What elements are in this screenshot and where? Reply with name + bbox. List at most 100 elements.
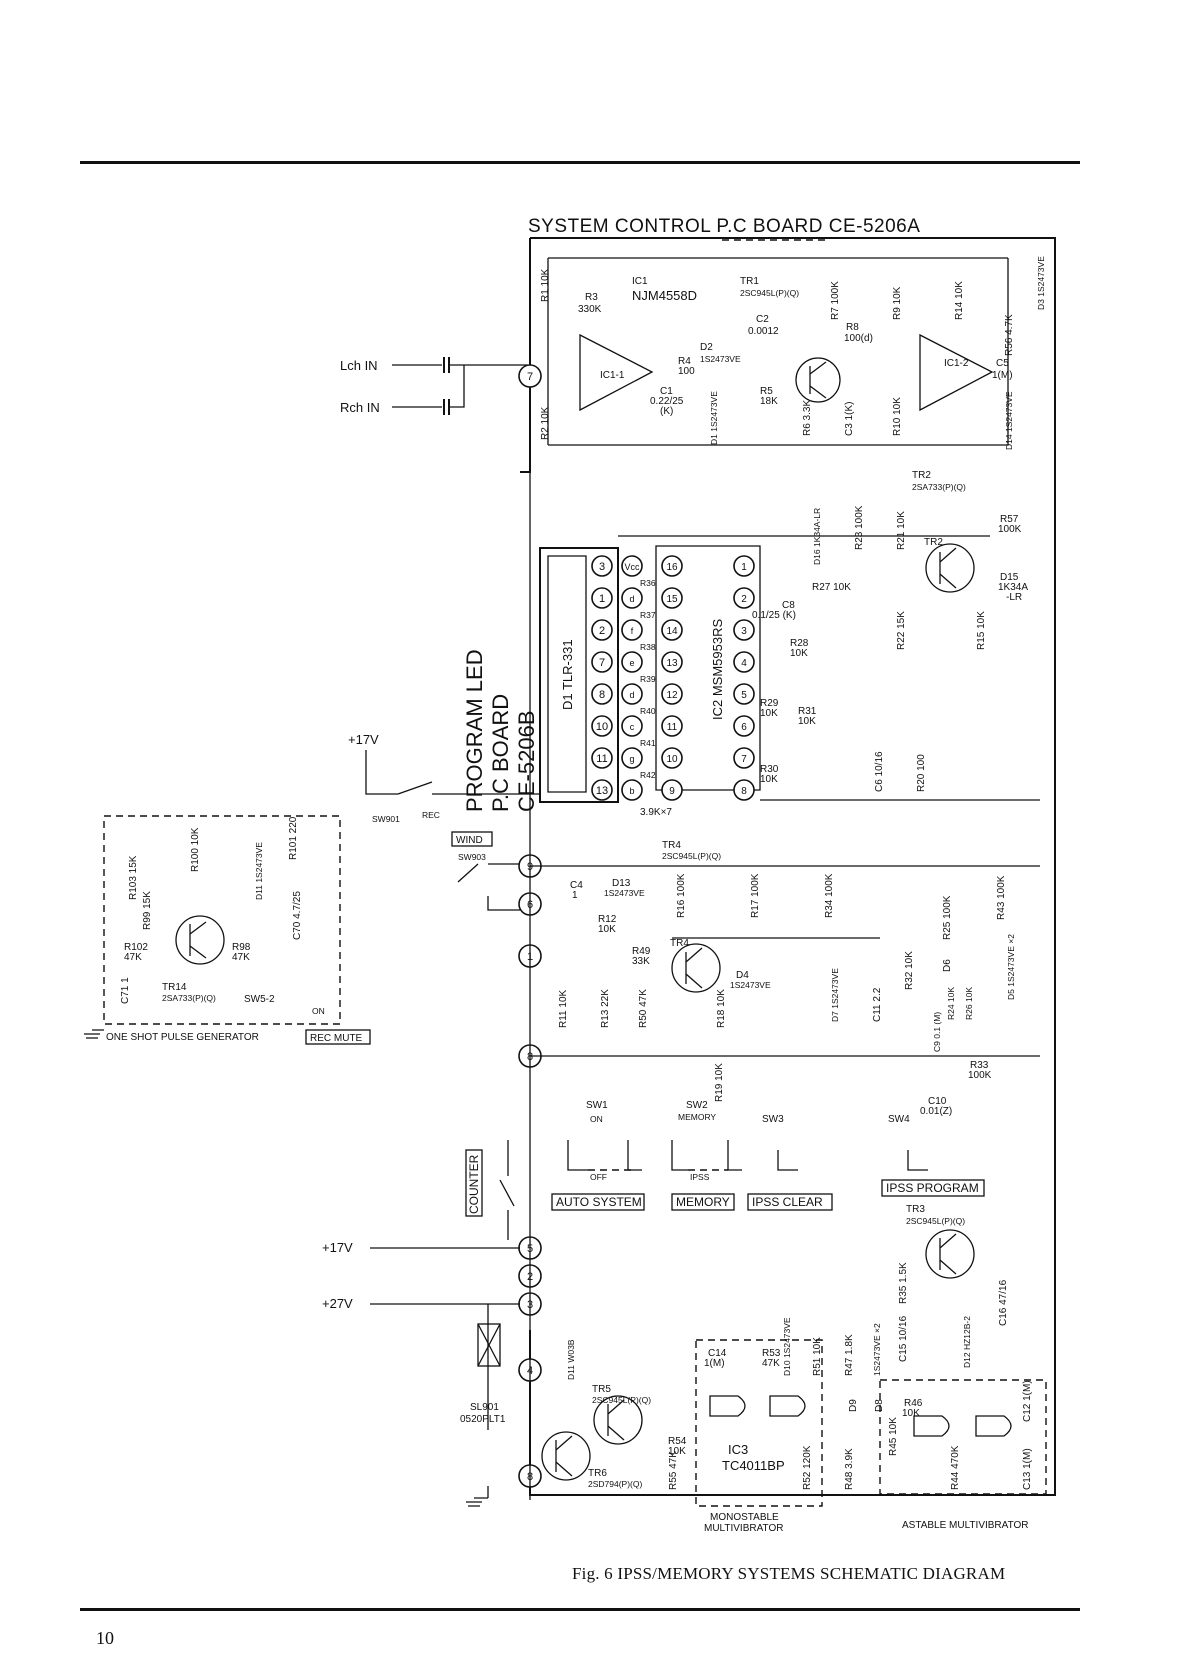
r46-value: 10K bbox=[902, 1408, 920, 1419]
rch-in-label: Rch IN bbox=[340, 400, 380, 415]
sw901-wiring bbox=[365, 750, 540, 795]
r57-value: 100K bbox=[998, 524, 1022, 535]
r54-label: R54 bbox=[668, 1436, 687, 1447]
led-segment-circle bbox=[621, 587, 643, 609]
input-wiring bbox=[392, 364, 528, 408]
ic2-pin-circle bbox=[661, 555, 683, 577]
r6-label: R6 3.3K bbox=[802, 400, 813, 436]
r3-label: R3 bbox=[585, 292, 598, 303]
r21-label: R21 10K bbox=[896, 511, 907, 550]
r20-label: R20 100 bbox=[916, 754, 927, 792]
r56-label: R56 4.7K bbox=[1004, 314, 1015, 356]
d15-value: 1K34A bbox=[998, 582, 1028, 593]
tr2-label: TR2 bbox=[912, 470, 931, 481]
ic2-pin-label: 3 bbox=[741, 626, 747, 637]
r98-label: R98 bbox=[232, 942, 251, 953]
r5-value: 18K bbox=[760, 396, 778, 407]
ic3-gates-astable bbox=[913, 1415, 1012, 1437]
ic2-pin-label: 14 bbox=[666, 626, 678, 637]
ic2-pin-label: 9 bbox=[669, 786, 675, 797]
ic2-pin-circle bbox=[661, 619, 683, 641]
ic2-label: IC2 MSM5953RS bbox=[710, 619, 725, 720]
tr6-symbol bbox=[541, 1431, 591, 1481]
r12-label: R12 bbox=[598, 914, 617, 925]
c10-value: 0.01(Z) bbox=[920, 1106, 952, 1117]
c5-value: 1(M) bbox=[992, 370, 1013, 381]
r16-label: R16 100K bbox=[676, 873, 687, 918]
r26-label: R26 10K bbox=[964, 987, 974, 1020]
ic2-pin-label: 6 bbox=[741, 722, 747, 733]
ic2-pin-label: 11 bbox=[667, 722, 678, 733]
lch-in-label: Lch IN bbox=[340, 358, 378, 373]
led-pin-label: 8 bbox=[599, 689, 605, 701]
led-pin-circle bbox=[591, 619, 613, 641]
ic2-pin-label: 5 bbox=[741, 690, 747, 701]
d1-diode-label: D1 1S2473VE bbox=[709, 391, 719, 445]
led-pin-circle bbox=[591, 779, 613, 801]
sw2-label: SW2 bbox=[686, 1100, 708, 1111]
tr14-symbol bbox=[175, 915, 225, 965]
sw5-label: SW5-2 bbox=[244, 994, 275, 1005]
r9-label: R9 10K bbox=[892, 286, 903, 320]
r34-label: R34 100K bbox=[824, 873, 835, 918]
tr14-part-label: 2SA733(P)(Q) bbox=[162, 993, 216, 1003]
tr5-symbol bbox=[593, 1395, 643, 1445]
ipss-program-label: IPSS PROGRAM bbox=[886, 1181, 979, 1195]
monostable-label-l1: MONOSTABLE bbox=[710, 1512, 779, 1523]
resistor-bank-label: R39 bbox=[640, 674, 656, 684]
tr3-part-label: 2SC945L(P)(Q) bbox=[906, 1216, 965, 1226]
sw903-wiring bbox=[457, 863, 520, 911]
led-segment-circle bbox=[621, 683, 643, 705]
r46-label: R46 bbox=[904, 1398, 923, 1409]
r43-label: R43 100K bbox=[996, 875, 1007, 920]
resistor-bank-label: R37 bbox=[640, 610, 656, 620]
r22-label: R22 15K bbox=[896, 611, 907, 650]
tr4-symbol-leads bbox=[685, 947, 703, 989]
sl901-cross bbox=[477, 1323, 501, 1367]
figure-caption: Fig. 6 IPSS/MEMORY SYSTEMS SCHEMATIC DIA… bbox=[572, 1564, 1006, 1583]
tr6-label: TR6 bbox=[588, 1468, 607, 1479]
d15-label: D15 bbox=[1000, 572, 1019, 583]
footer-rule bbox=[80, 1608, 1080, 1611]
r102-value: 47K bbox=[124, 952, 142, 963]
d15-value2: -LR bbox=[1006, 592, 1022, 603]
r28-value: 10K bbox=[790, 648, 808, 659]
ic2-pin-circle bbox=[733, 779, 755, 801]
memory-label: MEMORY bbox=[676, 1195, 730, 1209]
ic2-wiring bbox=[618, 535, 1040, 801]
header-rule bbox=[80, 161, 1080, 164]
connector-pin-circle bbox=[518, 364, 542, 388]
v17-top-label: +17V bbox=[348, 732, 379, 747]
astable-label: ASTABLE MULTIVIBRATOR bbox=[902, 1520, 1029, 1531]
ic2-pin-circle bbox=[661, 779, 683, 801]
ic2-pin-circle bbox=[733, 715, 755, 737]
led-segment-circle bbox=[621, 715, 643, 737]
led-segment-circle bbox=[621, 747, 643, 769]
r12-value: 10K bbox=[598, 924, 616, 935]
led-pin-circle bbox=[591, 587, 613, 609]
r48-label: R48 3.9K bbox=[844, 1448, 855, 1490]
led-segment-label: b bbox=[629, 786, 634, 796]
d1-display-label: D1 TLR-331 bbox=[560, 639, 575, 710]
c4-value: 1 bbox=[572, 890, 578, 901]
input-capacitors bbox=[443, 357, 450, 415]
resistor-bank-note: 3.9K×7 bbox=[640, 807, 672, 818]
sl901-body bbox=[477, 1323, 501, 1367]
r54-value: 10K bbox=[668, 1446, 686, 1457]
wind-label: WIND bbox=[456, 835, 483, 846]
ic2-pin-circle bbox=[733, 747, 755, 769]
tr3-label: TR3 bbox=[906, 1204, 925, 1215]
r30-label: R30 bbox=[760, 764, 779, 775]
tr6-part-label: 2SD794(P)(Q) bbox=[588, 1479, 642, 1489]
ic2-pin-circle bbox=[661, 715, 683, 737]
tr2-symbol-leads bbox=[939, 547, 957, 589]
tr4-label: TR4 bbox=[662, 840, 681, 851]
tr3-symbol bbox=[925, 1229, 975, 1279]
c6-label: C6 10/16 bbox=[874, 751, 885, 792]
d6-label: D6 bbox=[942, 959, 953, 972]
